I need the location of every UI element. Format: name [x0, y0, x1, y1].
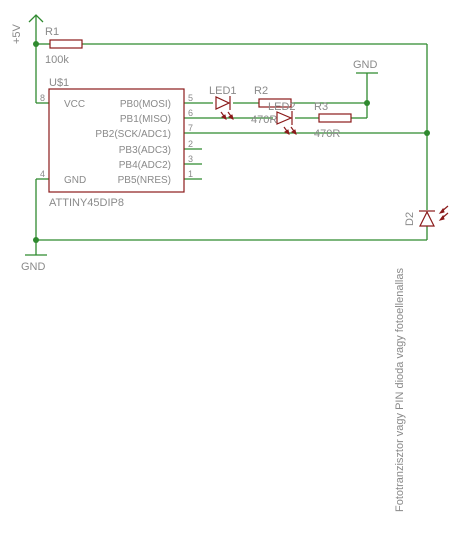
resistor-r3: R3 470R — [314, 101, 352, 140]
led2: LED2 470R — [251, 101, 297, 135]
gnd-top-symbol: GND — [353, 59, 378, 74]
pin-8-number: 8 — [40, 93, 45, 103]
pin-gnd-label: GND — [64, 175, 86, 186]
d2-name: D2 — [404, 212, 416, 226]
gnd-bottom-symbol: GND — [21, 254, 47, 273]
ic-attiny45: U$1 ATTINY45DIP8 VCC 8 GND 4 PB0(MOSI) 5… — [40, 77, 193, 209]
junction-vcc-r1 — [33, 41, 39, 47]
pin-1-number: 1 — [188, 169, 193, 179]
pin-4-number: 4 — [40, 169, 45, 179]
r1-value: 100k — [45, 54, 69, 66]
ic-body — [48, 88, 185, 193]
r1-name: R1 — [45, 26, 59, 38]
gnd-bottom-label: GND — [21, 261, 46, 273]
junction-gnd-top — [364, 100, 370, 106]
resistor-r2: R2 — [254, 85, 292, 108]
pin-pb0-label: PB0(MOSI) — [120, 99, 171, 110]
junction-pb2-rail — [424, 130, 430, 136]
led1: LED1 — [209, 85, 237, 120]
d2-photosensor: D2 Fototranzisztor vagy PIN dioda vagy f… — [394, 197, 449, 512]
r3-name: R3 — [314, 101, 328, 113]
pin-6-number: 6 — [188, 108, 193, 118]
junctions — [33, 41, 430, 243]
r3-value: 470R — [314, 128, 340, 140]
pin-pb3-label: PB3(ADC3) — [119, 145, 171, 156]
junction-gnd-return — [33, 237, 39, 243]
pin-pb4-label: PB4(ADC2) — [119, 160, 171, 171]
pin-pb1-label: PB1(MISO) — [120, 114, 171, 125]
pin-pb2-label: PB2(SCK/ADC1) — [95, 129, 171, 140]
gnd-top-label: GND — [353, 59, 378, 71]
ic-part: ATTINY45DIP8 — [49, 197, 124, 209]
vcc-supply-label: +5V — [11, 23, 23, 44]
r2-name: R2 — [254, 85, 268, 97]
pin-pb5-label: PB5(NRES) — [118, 175, 171, 186]
wires — [35, 22, 428, 255]
pin-3-number: 3 — [188, 154, 193, 164]
r2-value: 470R — [251, 114, 277, 126]
pin-7-number: 7 — [188, 123, 193, 133]
led1-name: LED1 — [209, 85, 237, 97]
vcc-supply-symbol: +5V — [11, 14, 44, 44]
ic-name: U$1 — [49, 77, 69, 89]
pin-2-number: 2 — [188, 139, 193, 149]
led2-name: LED2 — [268, 101, 296, 113]
resistor-r1: R1 100k — [45, 26, 83, 66]
d2-note: Fototranzisztor vagy PIN dioda vagy foto… — [394, 268, 406, 512]
pin-5-number: 5 — [188, 93, 193, 103]
pin-vcc-label: VCC — [64, 99, 85, 110]
